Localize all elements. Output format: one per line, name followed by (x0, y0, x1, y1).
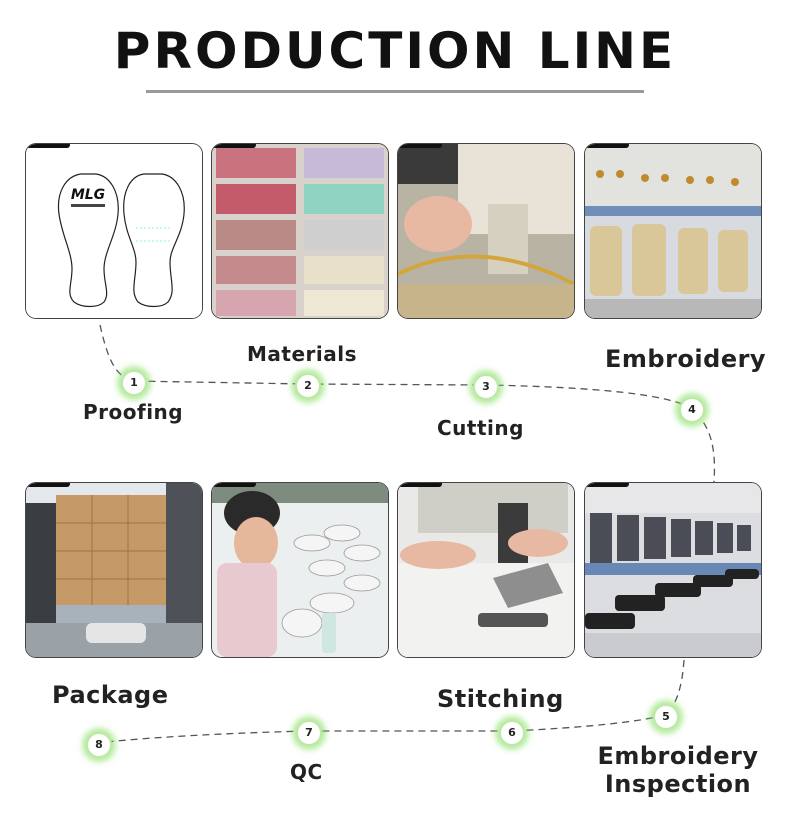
embroidery-photo (585, 144, 761, 318)
materials-photo (212, 144, 388, 318)
step-label-proofing: Proofing (83, 400, 184, 424)
step-label-stitching: Stitching (437, 685, 564, 713)
stitching-photo (398, 483, 574, 657)
proofing-photo: MLG (26, 144, 202, 318)
step-node-1: 1 (121, 370, 147, 396)
mlg-logo: MLG (71, 187, 105, 203)
package-photo (26, 483, 202, 657)
page-title: PRODUCTION LINE (113, 22, 677, 80)
cutting-photo (398, 144, 574, 318)
title-divider (146, 90, 644, 93)
step-node-7: 7 (296, 720, 322, 746)
step-label-materials: Materials (247, 342, 357, 366)
step-label-embroidery: Embroidery (605, 345, 767, 373)
step-label-package: Package (52, 681, 169, 709)
step-node-5: 5 (653, 704, 679, 730)
qc-photo (212, 483, 388, 657)
step-label-embroidery-inspection: Embroidery Inspection (597, 742, 759, 798)
step-label-cutting: Cutting (437, 416, 524, 440)
embroidery-inspection-photo (585, 483, 761, 657)
step-node-3: 3 (473, 374, 499, 400)
step-node-6: 6 (499, 720, 525, 746)
step-node-2: 2 (295, 373, 321, 399)
step-label-qc: QC (290, 760, 323, 784)
step-node-8: 8 (86, 732, 112, 758)
step-node-4: 4 (679, 397, 705, 423)
